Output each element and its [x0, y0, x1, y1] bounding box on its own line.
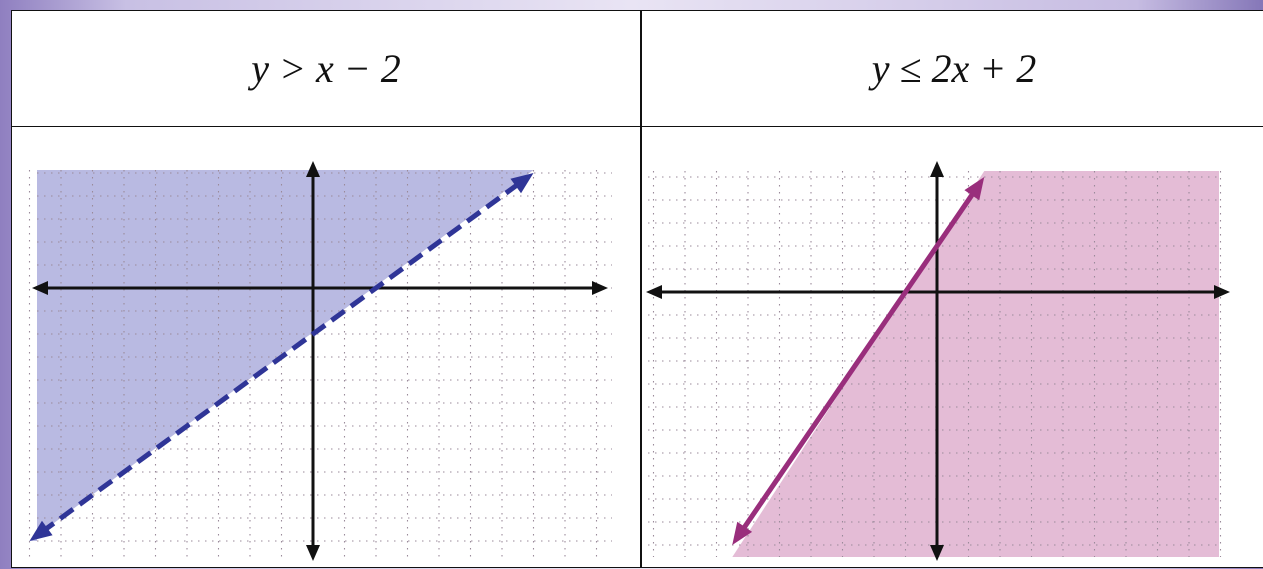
right-y-axis-arrow-up: [930, 161, 944, 177]
left-boundary-arrow-start: [29, 520, 53, 541]
left-boundary-arrow-end: [510, 173, 534, 194]
right-shaded-region: [732, 171, 1219, 557]
right-boundary-line: [738, 187, 979, 535]
right-y-axis-arrow-down: [930, 545, 944, 561]
left-x-axis-arrow-left: [32, 281, 48, 295]
right-x-axis-arrow-left: [646, 285, 662, 299]
right-grid: [648, 171, 1222, 557]
table-divider-vertical: [640, 11, 642, 567]
right-graph: [646, 161, 1230, 561]
right-boundary-arrow-end: [964, 177, 985, 201]
right-x-axis-arrow-right: [1214, 285, 1230, 299]
table-divider-horizontal: [12, 126, 1263, 127]
header-left-inequality: y > x − 2: [251, 46, 401, 91]
inequality-table: y > x − 2 y ≤ 2x + 2: [11, 10, 1263, 568]
left-x-axis-arrow-right: [592, 281, 608, 295]
header-right-inequality: y ≤ 2x + 2: [871, 46, 1037, 91]
left-graph: [28, 161, 612, 561]
left-y-axis-arrow-down: [306, 545, 320, 561]
left-y-axis-arrow-up: [306, 161, 320, 177]
left-boundary-line: [39, 179, 524, 535]
right-boundary-arrow-start: [732, 521, 753, 545]
graphs-svg: [28, 161, 1230, 561]
